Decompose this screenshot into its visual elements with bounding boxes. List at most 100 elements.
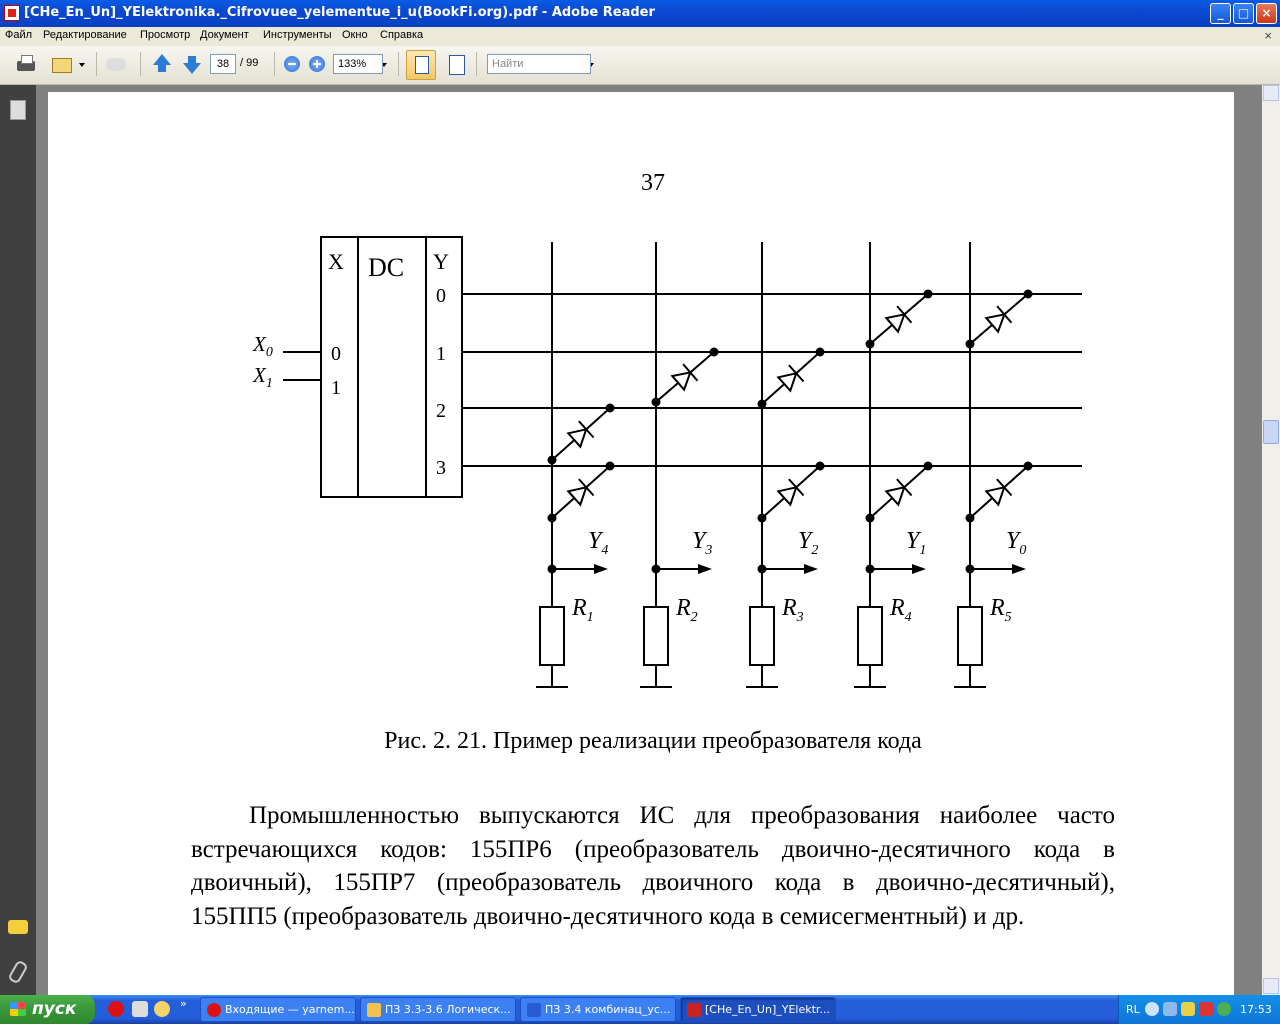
diode-triangle bbox=[884, 313, 906, 334]
zoom-out-icon[interactable] bbox=[284, 56, 300, 72]
diode-symbol bbox=[776, 364, 805, 393]
collaborate-icon[interactable] bbox=[104, 52, 128, 76]
menu-window[interactable]: Окно bbox=[342, 29, 368, 41]
output-label-text: Y bbox=[798, 528, 814, 554]
email-icon[interactable] bbox=[50, 52, 74, 76]
block-dc-label: DC bbox=[368, 253, 404, 282]
menu-file[interactable]: Файл bbox=[5, 29, 33, 41]
menu-help[interactable]: Справка bbox=[380, 29, 424, 41]
input-pin-1: 1 bbox=[331, 377, 341, 399]
diode-bar bbox=[896, 305, 913, 324]
maximize-button[interactable]: □ bbox=[1233, 3, 1254, 24]
title-bar: [CHe_En_Un]_YElektronika._Cifrovuee_yele… bbox=[0, 0, 1280, 27]
toolbar-separator bbox=[398, 52, 399, 76]
menu-view[interactable]: Просмотр bbox=[140, 29, 191, 41]
output-label-text: Y bbox=[692, 528, 708, 554]
zoom-in-icon[interactable] bbox=[309, 56, 325, 72]
navigation-pane bbox=[0, 85, 36, 995]
decoder-block bbox=[320, 236, 463, 498]
body-paragraph: Промышленностью выпускаются ИС для преоб… bbox=[191, 802, 1115, 930]
diode-bar bbox=[578, 420, 595, 439]
diode-triangle bbox=[776, 371, 798, 393]
toolbar-separator bbox=[476, 52, 477, 76]
output-label-sub: 0 bbox=[1019, 543, 1026, 558]
previous-page-icon[interactable] bbox=[150, 52, 174, 76]
opera-icon[interactable] bbox=[108, 1001, 124, 1017]
menu-edit[interactable]: Редактирование bbox=[43, 29, 127, 41]
output-label: Y1 bbox=[906, 528, 926, 558]
printer-icon[interactable] bbox=[14, 52, 38, 76]
zoom-input[interactable]: 133% bbox=[333, 54, 383, 74]
clock-app-icon[interactable] bbox=[154, 1001, 170, 1017]
menu-close-icon[interactable]: × bbox=[1264, 28, 1272, 43]
pages-icon[interactable] bbox=[10, 100, 26, 120]
next-page-icon[interactable] bbox=[180, 52, 204, 76]
figure-caption: Рис. 2. 21. Пример реализации преобразов… bbox=[384, 728, 922, 754]
output-label-sub: 1 bbox=[919, 543, 926, 558]
menu-document[interactable]: Документ bbox=[200, 29, 249, 41]
language-indicator[interactable]: RL bbox=[1126, 1003, 1140, 1016]
task-label: Входящие — yarnem... bbox=[225, 1003, 355, 1016]
folder-icon bbox=[367, 1003, 381, 1017]
vertical-scrollbar[interactable] bbox=[1262, 85, 1280, 995]
tray-expand-icon[interactable] bbox=[1145, 1002, 1159, 1016]
diode-triangle bbox=[884, 485, 906, 507]
output-pin-1: 1 bbox=[436, 343, 446, 365]
diode-symbol bbox=[884, 478, 913, 507]
output-label: Y0 bbox=[1006, 528, 1026, 558]
start-button[interactable]: пуск bbox=[0, 995, 95, 1024]
resistor bbox=[749, 606, 775, 666]
taskbar-item-folder[interactable]: ПЗ 3.3-3.6 Логическ... bbox=[360, 997, 516, 1022]
zoom-dropdown-icon[interactable] bbox=[381, 63, 387, 67]
antivirus-icon[interactable] bbox=[1199, 1002, 1213, 1016]
fit-width-icon[interactable] bbox=[406, 50, 436, 80]
resistor-label-text: R bbox=[571, 595, 587, 621]
word-document-icon bbox=[527, 1003, 541, 1017]
input-label-x0: X0 bbox=[252, 332, 273, 360]
minimize-button[interactable]: _ bbox=[1210, 3, 1231, 24]
diode-symbol bbox=[884, 305, 913, 334]
diode-triangle bbox=[984, 313, 1006, 334]
output-arrow-head bbox=[698, 564, 712, 574]
opera-mail-icon bbox=[207, 1003, 221, 1017]
document-area: 37 X DC Y 0 bbox=[36, 85, 1262, 995]
email-dropdown-icon[interactable] bbox=[79, 63, 85, 67]
junction-dot bbox=[605, 403, 615, 413]
output-pin-0: 0 bbox=[436, 285, 446, 307]
window-title: [CHe_En_Un]_YElektronika._Cifrovuee_yele… bbox=[24, 5, 655, 20]
code-converter-circuit: X DC Y 0 1 X0 X1 0 1 2 3 Y4R1Y3R2Y2R3Y1R… bbox=[252, 236, 1082, 688]
attachment-icon[interactable] bbox=[7, 959, 29, 985]
menu-tools[interactable]: Инструменты bbox=[263, 29, 332, 41]
page-number-input[interactable]: 38 bbox=[210, 54, 236, 74]
junction-dot bbox=[965, 513, 975, 523]
resistor-label: R4 bbox=[889, 595, 912, 625]
diode-bar bbox=[788, 478, 805, 497]
network-icon[interactable] bbox=[1163, 1002, 1177, 1016]
scroll-down-icon[interactable] bbox=[1263, 978, 1279, 994]
junction-dot bbox=[815, 347, 825, 357]
pdf-page: 37 X DC Y 0 bbox=[48, 92, 1234, 995]
resistor-label-sub: 1 bbox=[587, 610, 594, 625]
output-arrow-head bbox=[1012, 564, 1026, 574]
search-input[interactable]: Найти bbox=[487, 54, 591, 74]
taskbar-item-word[interactable]: ПЗ 3.4 комбинац_ус... bbox=[520, 997, 676, 1022]
notepad-icon[interactable] bbox=[132, 1001, 148, 1017]
quicklaunch-overflow-icon[interactable]: » bbox=[180, 997, 187, 1010]
diode-bar bbox=[578, 478, 595, 497]
scroll-up-icon[interactable] bbox=[1263, 85, 1279, 101]
comments-icon[interactable] bbox=[8, 920, 28, 934]
diode-bar bbox=[896, 478, 913, 497]
resistor-label-sub: 3 bbox=[796, 610, 804, 625]
resistor bbox=[957, 606, 983, 666]
taskbar-item-inbox[interactable]: Входящие — yarnem... bbox=[200, 997, 356, 1022]
diode-triangle bbox=[566, 485, 588, 507]
fit-page-icon[interactable] bbox=[447, 54, 467, 76]
block-x-label: X bbox=[328, 249, 344, 274]
search-dropdown-icon[interactable] bbox=[588, 63, 594, 67]
taskbar-item-adobe-reader[interactable]: [CHe_En_Un]_YElektr... bbox=[680, 997, 836, 1022]
close-button[interactable]: × bbox=[1256, 3, 1277, 24]
diode-bar bbox=[996, 478, 1013, 497]
security-icon[interactable] bbox=[1181, 1002, 1195, 1016]
scroll-thumb[interactable] bbox=[1263, 420, 1279, 444]
volume-icon[interactable] bbox=[1217, 1002, 1231, 1016]
